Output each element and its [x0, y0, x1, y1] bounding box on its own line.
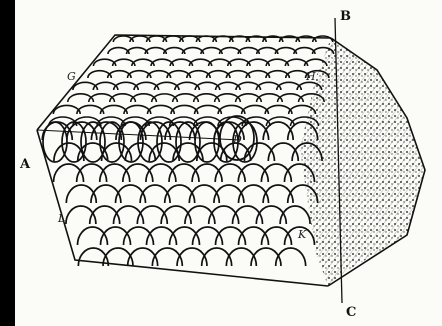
right-face-hatching: [300, 38, 425, 286]
sphere-top: [195, 105, 222, 114]
stacked-spheres-engraving: A B C D G H K L: [15, 0, 442, 326]
sphere-top: [242, 105, 269, 114]
label-b: B: [340, 9, 351, 24]
sphere-front-row: [100, 122, 124, 162]
label-l: L: [57, 212, 65, 225]
sphere-front-row: [195, 122, 219, 162]
sphere-front-row: [176, 122, 200, 162]
sphere-top: [265, 105, 292, 114]
sphere-top: [77, 105, 104, 114]
sphere-front-row: [62, 122, 86, 162]
figure-card: A B C D G H K L: [15, 0, 442, 326]
top-face-spheres: [49, 36, 334, 126]
sphere-top: [100, 105, 127, 114]
sphere-top: [171, 105, 198, 114]
label-h: H: [305, 70, 316, 83]
label-k: K: [297, 228, 307, 241]
sphere-top: [147, 105, 174, 114]
label-d: D: [232, 133, 242, 146]
label-g: G: [67, 70, 76, 83]
sphere-top: [218, 105, 245, 114]
front-face-spheres: [42, 116, 322, 266]
label-a: A: [19, 157, 31, 172]
sphere-top: [124, 105, 151, 114]
label-c: C: [346, 305, 356, 320]
sphere-top: [53, 105, 80, 114]
